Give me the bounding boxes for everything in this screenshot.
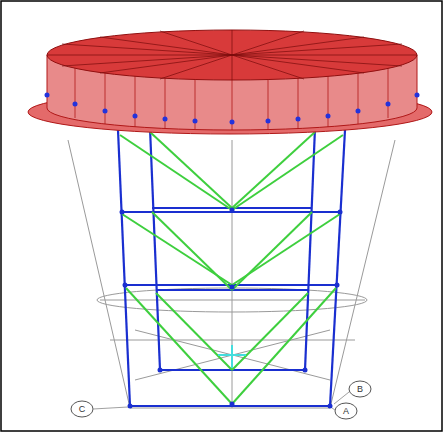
grid-label: B — [350, 382, 370, 396]
grid-label: A — [336, 404, 356, 418]
grid-label: C — [72, 402, 92, 416]
